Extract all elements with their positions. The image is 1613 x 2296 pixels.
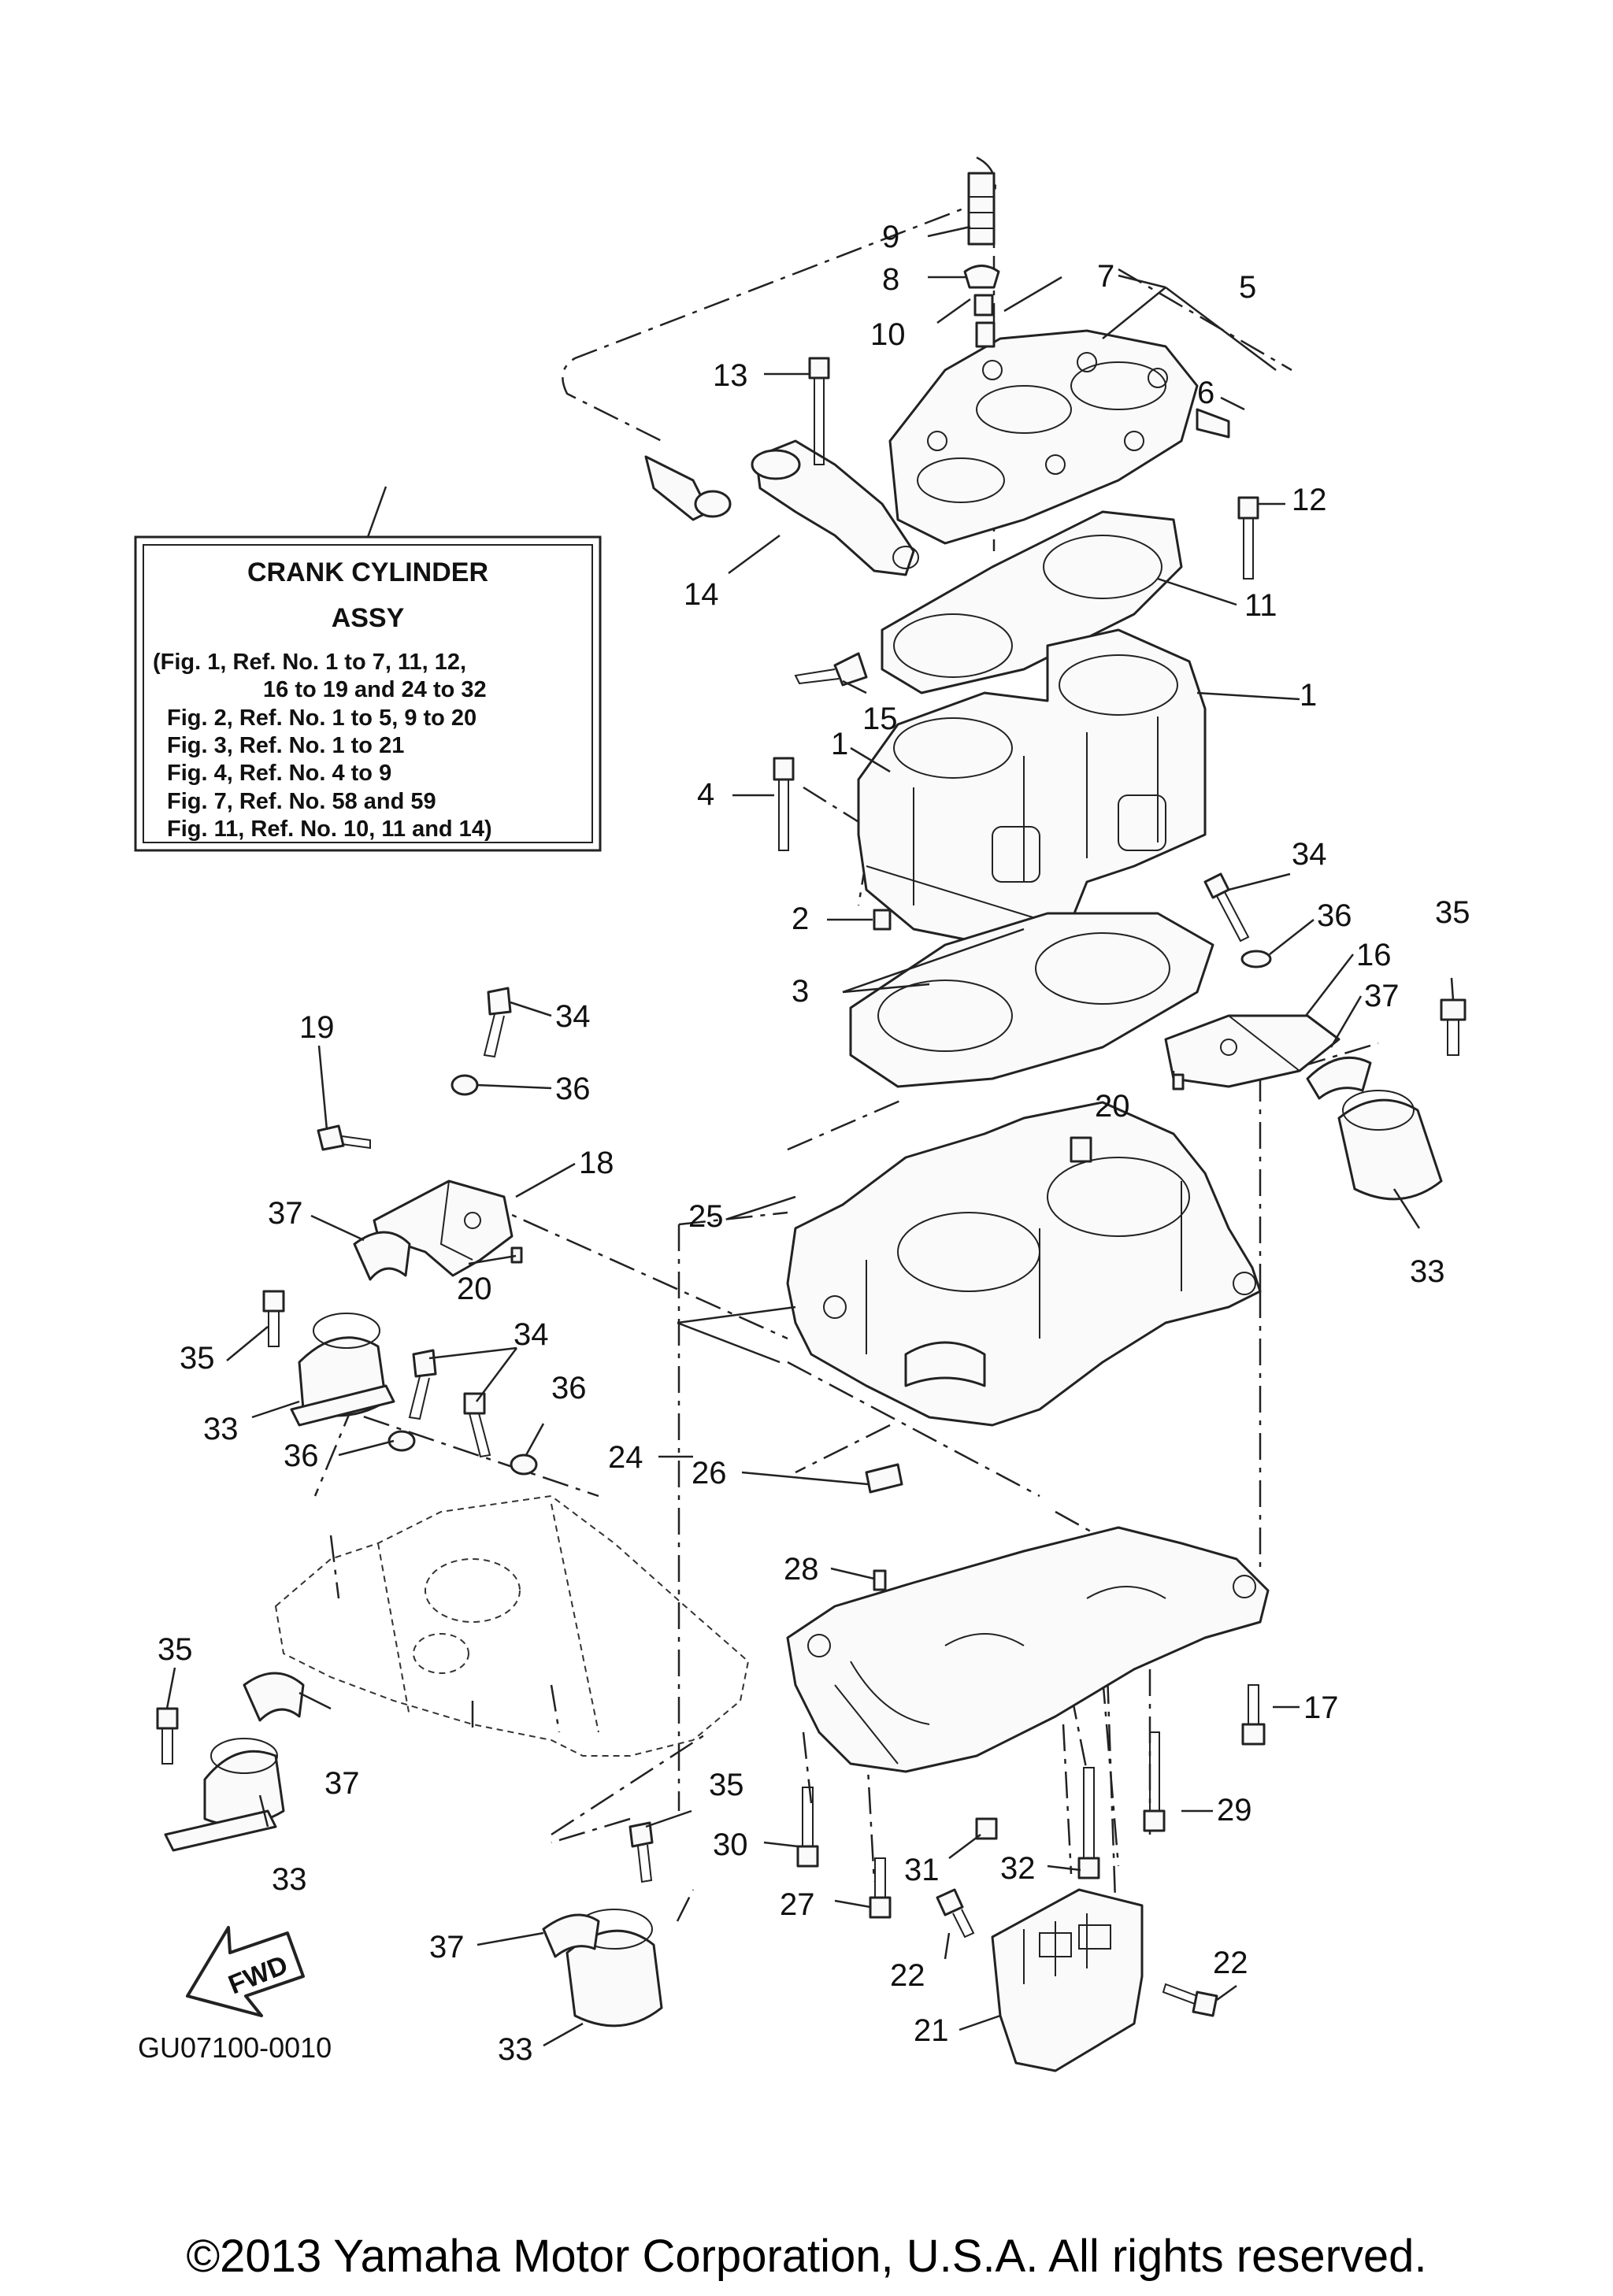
assy-line-5: Fig. 4, Ref. No. 4 to 9: [167, 761, 391, 786]
callout-31: 31: [904, 1853, 940, 1887]
callout-35-left-low: 35: [158, 1632, 193, 1667]
callout-32: 32: [1000, 1851, 1036, 1886]
rubber-mount-2: [290, 1313, 395, 1427]
callout-labels: 9 8 7 5 10 13 6 12 14 11 15 1 1 4 34 2 3…: [158, 220, 1470, 2067]
callout-18: 18: [579, 1146, 614, 1180]
callout-35-right: 35: [1435, 895, 1470, 930]
callout-36-left-mid: 36: [551, 1371, 587, 1405]
callout-10: 10: [870, 317, 906, 352]
callout-2: 2: [792, 902, 809, 936]
callout-33-left-low: 33: [272, 1862, 307, 1897]
callout-1-left: 1: [831, 727, 848, 761]
callout-3: 3: [792, 974, 809, 1009]
assy-line-7: Fig. 11, Ref. No. 10, 11 and 14): [167, 817, 492, 842]
copyright-notice: ©2013 Yamaha Motor Corporation, U.S.A. A…: [186, 2231, 1426, 2282]
drawing-code: GU07100-0010: [138, 2031, 332, 2064]
small-hardware: [156, 872, 1467, 2017]
callout-15: 15: [862, 702, 898, 736]
callout-37-right: 37: [1364, 979, 1400, 1013]
callout-33-lower: 33: [498, 2032, 533, 2067]
callout-36-right: 36: [1317, 898, 1352, 933]
assy-line-1: (Fig. 1, Ref. No. 1 to 7, 11, 12,: [153, 650, 466, 675]
cylinder-head-gasket: [881, 510, 1183, 694]
callout-37-lower: 37: [429, 1930, 465, 1965]
assy-line-4: Fig. 3, Ref. No. 1 to 21: [167, 733, 404, 758]
callout-37-left-upper: 37: [268, 1196, 303, 1231]
callout-5: 5: [1239, 270, 1256, 305]
callout-34-left-upper: 34: [555, 999, 591, 1034]
rubber-mount-1: [1337, 1090, 1443, 1201]
lower-crankcase: [786, 1526, 1270, 1773]
callout-30: 30: [713, 1828, 748, 1862]
callout-13: 13: [713, 358, 748, 393]
callout-27: 27: [780, 1887, 815, 1922]
callout-12: 12: [1292, 483, 1327, 517]
assy-line-3: Fig. 2, Ref. No. 1 to 5, 9 to 20: [167, 705, 476, 731]
callout-33-right: 33: [1410, 1254, 1445, 1289]
cylinder-block: [857, 628, 1207, 946]
engine-bracket: [751, 439, 919, 576]
assy-title-line1: CRANK CYLINDER: [247, 557, 488, 587]
leader-lines: [165, 225, 1455, 2047]
callout-19: 19: [299, 1010, 335, 1045]
callout-16: 16: [1356, 938, 1392, 972]
manifold-outline: [274, 1494, 750, 1757]
callout-34-right: 34: [1292, 837, 1327, 872]
water-hose-assembly: [644, 172, 1000, 521]
callout-6: 6: [1197, 376, 1214, 410]
callout-11: 11: [1244, 588, 1277, 623]
callout-20-left: 20: [457, 1272, 492, 1306]
callout-20-right: 20: [1095, 1089, 1130, 1124]
callout-21: 21: [914, 2013, 949, 2048]
callout-4: 4: [697, 777, 714, 812]
callout-7: 7: [1097, 259, 1114, 294]
callout-33-left-mid: 33: [203, 1412, 239, 1446]
callout-9: 9: [882, 220, 899, 254]
callout-28: 28: [784, 1552, 819, 1587]
callout-36-left-upper: 36: [555, 1072, 591, 1106]
callout-36-left-low: 36: [284, 1439, 319, 1473]
callout-8: 8: [882, 262, 899, 297]
bolts-upper: [773, 357, 1259, 931]
callout-34-left-mid: 34: [514, 1317, 549, 1352]
assy-line-2: 16 to 19 and 24 to 32: [263, 677, 487, 702]
callout-17: 17: [1303, 1691, 1339, 1725]
callout-22-left: 22: [890, 1958, 925, 1993]
assy-line-6: Fig. 7, Ref. No. 58 and 59: [167, 789, 436, 814]
upper-crankcase: [786, 1101, 1262, 1427]
callout-22-right: 22: [1213, 1946, 1248, 1980]
callout-37-left-low: 37: [324, 1766, 360, 1801]
crank-cylinder-assy-box: CRANK CYLINDER ASSY (Fig. 1, Ref. No. 1 …: [134, 486, 602, 852]
cylinder-head: [888, 321, 1230, 545]
callout-24: 24: [608, 1440, 643, 1475]
rubber-mount-3: [164, 1738, 285, 1852]
callout-26: 26: [692, 1456, 727, 1491]
callout-35-left-mid: 35: [180, 1341, 215, 1376]
callout-35-lower: 35: [709, 1768, 744, 1802]
assy-title-line2: ASSY: [332, 603, 405, 633]
fwd-arrow: FWD: [186, 1926, 305, 2017]
callout-25: 25: [688, 1199, 724, 1234]
callout-29: 29: [1217, 1793, 1252, 1828]
callout-1-right: 1: [1300, 678, 1317, 713]
callout-14: 14: [684, 577, 719, 612]
cylinder-base-gasket: [849, 912, 1214, 1088]
electrical-bracket-cover: [991, 1888, 1144, 2072]
